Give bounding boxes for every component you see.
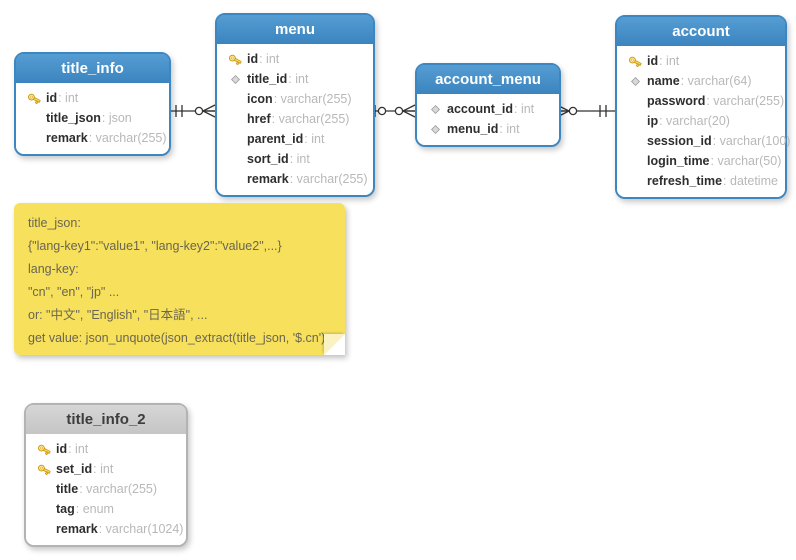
note-line-5: or: "中文", "English", "日本語", ... [28,308,208,322]
field-title_info_2-set_id[interactable]: set_id : int [32,459,180,479]
field-menu-title_id[interactable]: title_id : int [223,69,367,89]
field-menu-id[interactable]: id : int [223,49,367,69]
note-line-1: title_json: [28,216,81,230]
table-account_menu[interactable]: account_menu account_id : int menu_id : … [415,63,561,147]
field-menu-icon[interactable]: icon : varchar(255) [247,92,352,106]
relationship-menu-account_menu[interactable] [371,104,416,118]
table-title[interactable]: title_info_2 [26,405,186,434]
table-title_info_2[interactable]: title_info_2 id : int set_id : int title… [24,403,188,547]
field-title_info_2-tag[interactable]: tag : enum [56,502,114,516]
note-line-3: lang-key: [28,262,79,276]
foreign-key-icon [230,74,240,84]
field-account_menu-account_id[interactable]: account_id : int [423,99,553,119]
table-title[interactable]: account_menu [417,65,559,94]
primary-key-icon [37,464,51,475]
note-line-4: "cn", "en", "jp" ... [28,285,120,299]
note-line-2: {"lang-key1":"value1", "lang-key2":"valu… [28,239,282,253]
field-account-password[interactable]: password : varchar(255) [647,94,785,108]
note-fold-corner-icon [324,334,345,355]
table-account[interactable]: account id : int name : varchar(64) pass… [615,15,791,199]
relationship-title_info-menu[interactable] [167,104,216,118]
field-menu-sort_id[interactable]: sort_id : int [247,152,310,166]
foreign-key-icon [430,104,440,114]
field-title_info_2-remark[interactable]: remark : varchar(1024) [56,522,184,536]
table-body: id : int title_json : json remark : varc… [16,83,169,154]
field-account-login_time[interactable]: login_time : varchar(50) [647,154,782,168]
primary-key-icon [27,93,41,104]
table-title[interactable]: account [617,17,785,46]
field-title_info-remark[interactable]: remark : varchar(255) [46,131,167,145]
table-body: account_id : int menu_id : int [417,94,559,145]
foreign-key-icon [430,124,440,134]
field-account-id[interactable]: id : int [623,51,779,71]
primary-key-icon [628,56,642,67]
table-menu[interactable]: menu id : int title_id : int icon : varc… [215,13,375,197]
table-body: id : int title_id : int icon : varchar(2… [217,44,373,195]
primary-key-icon [228,54,242,65]
field-account-refresh_time[interactable]: refresh_time : datetime [647,174,778,188]
field-account-name[interactable]: name : varchar(64) [623,71,779,91]
field-title_info_2-title[interactable]: title : varchar(255) [56,482,158,496]
table-title[interactable]: title_info [16,54,169,83]
table-body: id : int name : varchar(64) password : v… [617,46,791,197]
field-menu-parent_id[interactable]: parent_id : int [247,132,325,146]
relationship-account_menu-account[interactable] [556,104,615,118]
field-account_menu-menu_id[interactable]: menu_id : int [423,119,553,139]
table-body: id : int set_id : int title : varchar(25… [26,434,186,545]
table-title_info[interactable]: title_info id : int title_json : json re… [14,52,171,156]
table-title[interactable]: menu [217,15,373,44]
primary-key-icon [37,444,51,455]
field-menu-href[interactable]: href : varchar(255) [247,112,350,126]
note-text: title_json: {"lang-key1":"value1", "lang-… [28,212,331,350]
field-title_info_2-id[interactable]: id : int [32,439,180,459]
field-title_info-title_json[interactable]: title_json : json [46,111,132,125]
note-line-6: get value: json_unquote(json_extract(tit… [28,331,326,345]
field-account-ip[interactable]: ip : varchar(20) [647,114,730,128]
field-account-session_id[interactable]: session_id : varchar(100) [647,134,791,148]
sticky-note[interactable]: title_json: {"lang-key1":"value1", "lang-… [14,203,345,355]
field-title_info-id[interactable]: id : int [22,88,163,108]
field-menu-remark[interactable]: remark : varchar(255) [247,172,368,186]
foreign-key-icon [630,76,640,86]
